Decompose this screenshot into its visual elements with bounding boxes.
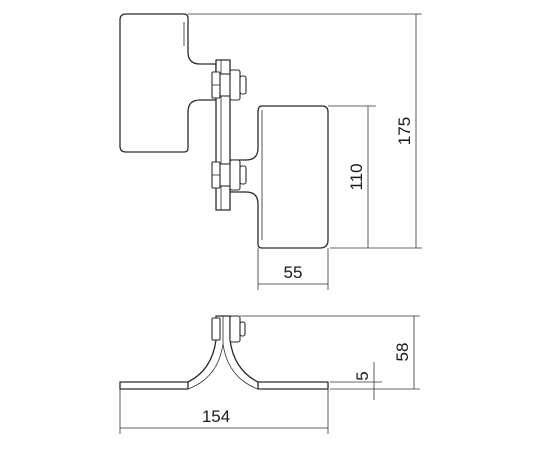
dimension-110-label: 110 (347, 163, 366, 190)
dimension-110: 110 (328, 105, 376, 248)
dimension-175: 175 (188, 13, 422, 249)
dimension-58: 58 (240, 315, 420, 390)
side-view (119, 315, 329, 390)
curved-body-inner (187, 343, 259, 390)
dimension-154: 154 (119, 389, 329, 434)
lower-bolt-icon (211, 159, 247, 191)
left-flange (119, 381, 189, 390)
dimension-55: 55 (257, 248, 329, 290)
right-plate-outline (229, 105, 329, 249)
dimension-58-label: 58 (393, 343, 412, 362)
dimension-55-label: 55 (284, 263, 303, 282)
right-flange (257, 381, 329, 390)
dimension-154-label: 154 (202, 407, 230, 426)
left-plate-outline (119, 13, 217, 153)
upper-bolt-icon (211, 69, 247, 101)
dimension-175-label: 175 (395, 117, 414, 145)
dimension-5-label: 5 (353, 371, 372, 380)
side-bolt-icon (211, 315, 246, 343)
dimension-5: 5 (330, 362, 382, 400)
top-view (119, 13, 329, 249)
